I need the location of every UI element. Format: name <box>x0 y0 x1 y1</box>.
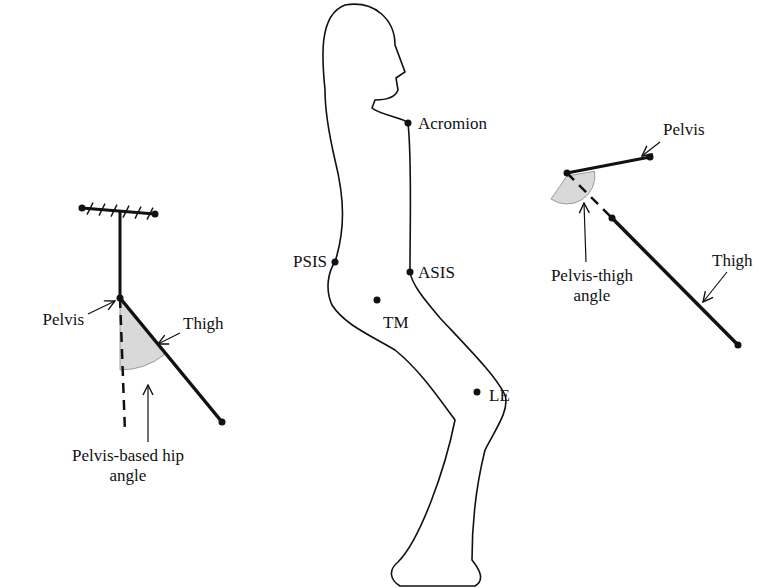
hatch-stroke <box>87 203 93 215</box>
segment-label: Pelvis <box>42 310 84 330</box>
segment-label: Thigh <box>183 314 224 334</box>
hatch-stroke <box>111 205 117 217</box>
angle-label: Pelvis-thigh angle <box>537 266 647 305</box>
body-silhouette <box>323 4 506 586</box>
hatch-stroke <box>99 204 105 216</box>
landmark-label: Acromion <box>418 114 487 134</box>
hatch-stroke <box>135 207 141 219</box>
angle-sector <box>551 171 595 204</box>
segment-label: Thigh <box>712 251 753 271</box>
segment-label: Pelvis <box>663 120 705 140</box>
hatch-stroke <box>123 206 129 218</box>
landmark-label: PSIS <box>293 252 327 272</box>
landmark-label: LE <box>489 386 510 406</box>
landmark-label: ASIS <box>418 263 455 283</box>
pelvis-based-inset <box>79 203 226 442</box>
landmark-dots <box>332 120 481 396</box>
landmark-label: TM <box>383 313 409 333</box>
pelvis-thigh-inset <box>551 142 742 349</box>
angle-label: Pelvis-based hip angle <box>58 446 198 485</box>
